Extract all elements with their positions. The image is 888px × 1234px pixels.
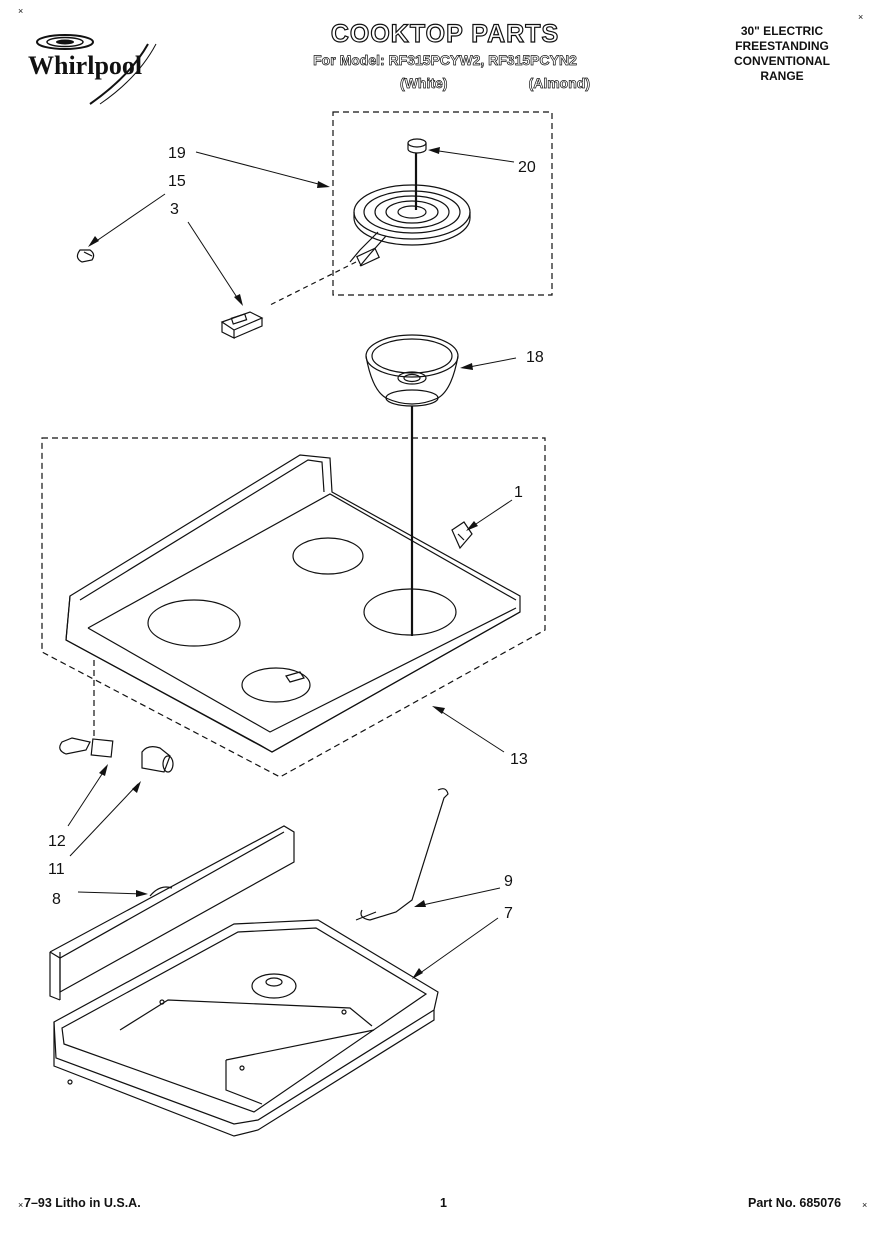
corner-mark: × <box>858 12 864 22</box>
callout-11: 11 <box>48 861 65 878</box>
color-variants: (White) (Almond) <box>400 75 591 92</box>
part-12-terminal-lead <box>59 737 114 758</box>
range-type-line: CONVENTIONAL <box>734 54 830 68</box>
callout-1: 1 <box>514 484 523 501</box>
model-line: For Model: RF315PCYW2, RF315PCYN2 <box>313 52 577 69</box>
callout-7: 7 <box>504 905 513 922</box>
corner-mark: × <box>18 1200 24 1210</box>
part-11-sleeve <box>141 746 174 773</box>
corner-mark: × <box>18 6 24 16</box>
page-title: COOKTOP PARTS <box>330 19 560 48</box>
cooktop-group-box <box>41 437 546 778</box>
part-8-rear-panel <box>49 825 295 1001</box>
part-number: Part No. 685076 <box>748 1196 842 1210</box>
part-1-bracket <box>451 521 473 550</box>
range-type-line: 30" ELECTRIC <box>740 24 824 38</box>
part-13-cooktop <box>65 454 521 753</box>
range-type-line: FREESTANDING <box>735 39 829 53</box>
callout-18: 18 <box>526 349 544 366</box>
part-18-drip-bowl <box>365 334 459 407</box>
page-number: 1 <box>440 1196 447 1210</box>
part-3-terminal-block <box>220 311 264 339</box>
variant-almond: (Almond) <box>528 75 590 92</box>
variant-white: (White) <box>400 75 448 92</box>
element-group-box <box>332 111 553 296</box>
part-15-clip <box>76 249 95 263</box>
callout-19: 19 <box>168 145 186 162</box>
whirlpool-logo: Whirlpool <box>28 34 157 105</box>
corner-mark: × <box>862 1200 868 1210</box>
part-20-cap <box>407 138 427 154</box>
callout-8: 8 <box>52 891 61 908</box>
callout-13: 13 <box>510 751 528 768</box>
callout-20: 20 <box>518 159 536 176</box>
range-type: 30" ELECTRIC FREESTANDING CONVENTIONAL R… <box>712 24 852 84</box>
callout-15: 15 <box>168 173 186 190</box>
litho-note: 7–93 Litho in U.S.A. <box>24 1196 141 1210</box>
part-9-rod <box>355 788 449 921</box>
range-type-line: RANGE <box>760 69 804 83</box>
callout-9: 9 <box>504 873 513 890</box>
part-7-bottom-tray <box>53 919 439 1137</box>
callout-3: 3 <box>170 201 179 218</box>
callout-12: 12 <box>48 833 66 850</box>
part-19-surface-element <box>349 184 471 267</box>
